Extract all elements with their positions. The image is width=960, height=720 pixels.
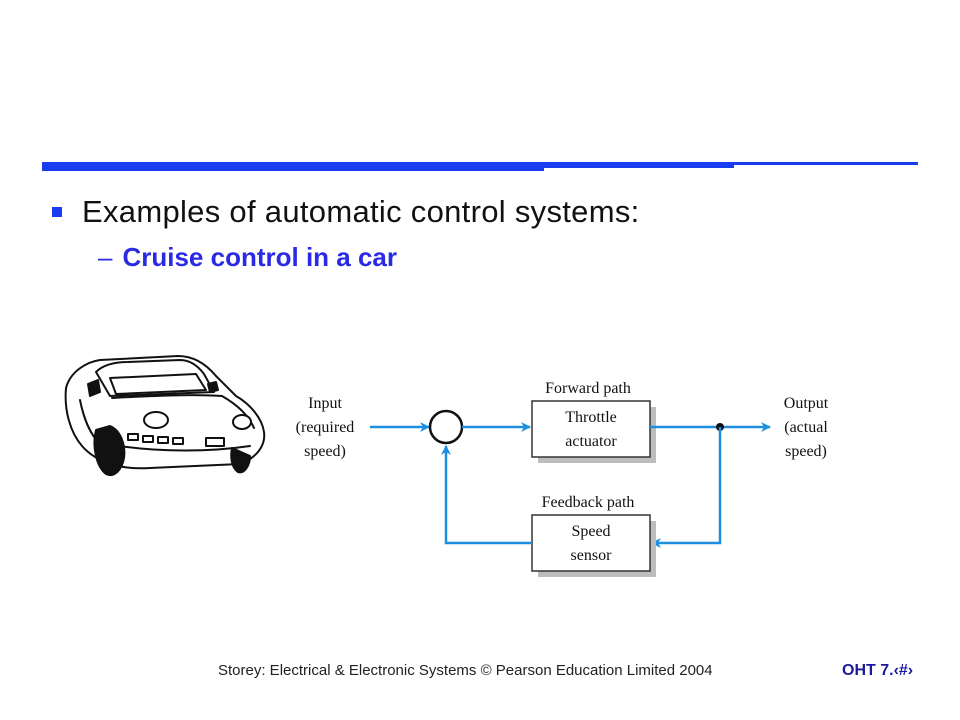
sensor-block-line-1: Speed — [571, 523, 610, 540]
input-label-line-2: (required — [296, 419, 355, 436]
feedback-arrow-out — [441, 445, 532, 545]
throttle-actuator-block: Throttle actuator — [531, 400, 656, 463]
footer-copyright: Storey: Electrical & Electronic Systems … — [218, 662, 713, 679]
car-icon — [64, 355, 266, 476]
input-label-line-1: Input — [308, 395, 342, 412]
bullet-item: Examples of automatic control systems: — [52, 194, 640, 230]
feedback-path-label: Feedback path — [542, 494, 635, 511]
footer: Storey: Electrical & Electronic Systems … — [0, 662, 960, 686]
summing-junction — [428, 409, 464, 445]
feedback-arrow-in — [651, 427, 722, 548]
output-label-line-3: speed) — [785, 443, 827, 460]
slide-number: OHT 7.‹#› — [842, 662, 914, 679]
output-label-line-2: (actual — [784, 419, 828, 436]
bullet-text: Examples of automatic control systems: — [82, 194, 640, 229]
speed-sensor-block: Speed sensor — [531, 514, 656, 577]
forward-path-label: Forward path — [545, 380, 631, 397]
sensor-block-line-2: sensor — [571, 547, 613, 564]
output-label-line-1: Output — [784, 395, 829, 412]
throttle-block-line-1: Throttle — [565, 409, 617, 426]
input-label-line-3: speed) — [304, 443, 346, 460]
square-bullet-icon — [52, 207, 62, 217]
sub-bullet-item: – Cruise control in a car — [98, 242, 397, 273]
throttle-block-line-2: actuator — [565, 433, 617, 450]
sub-bullet-dash: – — [98, 242, 113, 272]
title-divider-bar — [42, 162, 918, 171]
sub-bullet-text: Cruise control in a car — [122, 242, 397, 272]
